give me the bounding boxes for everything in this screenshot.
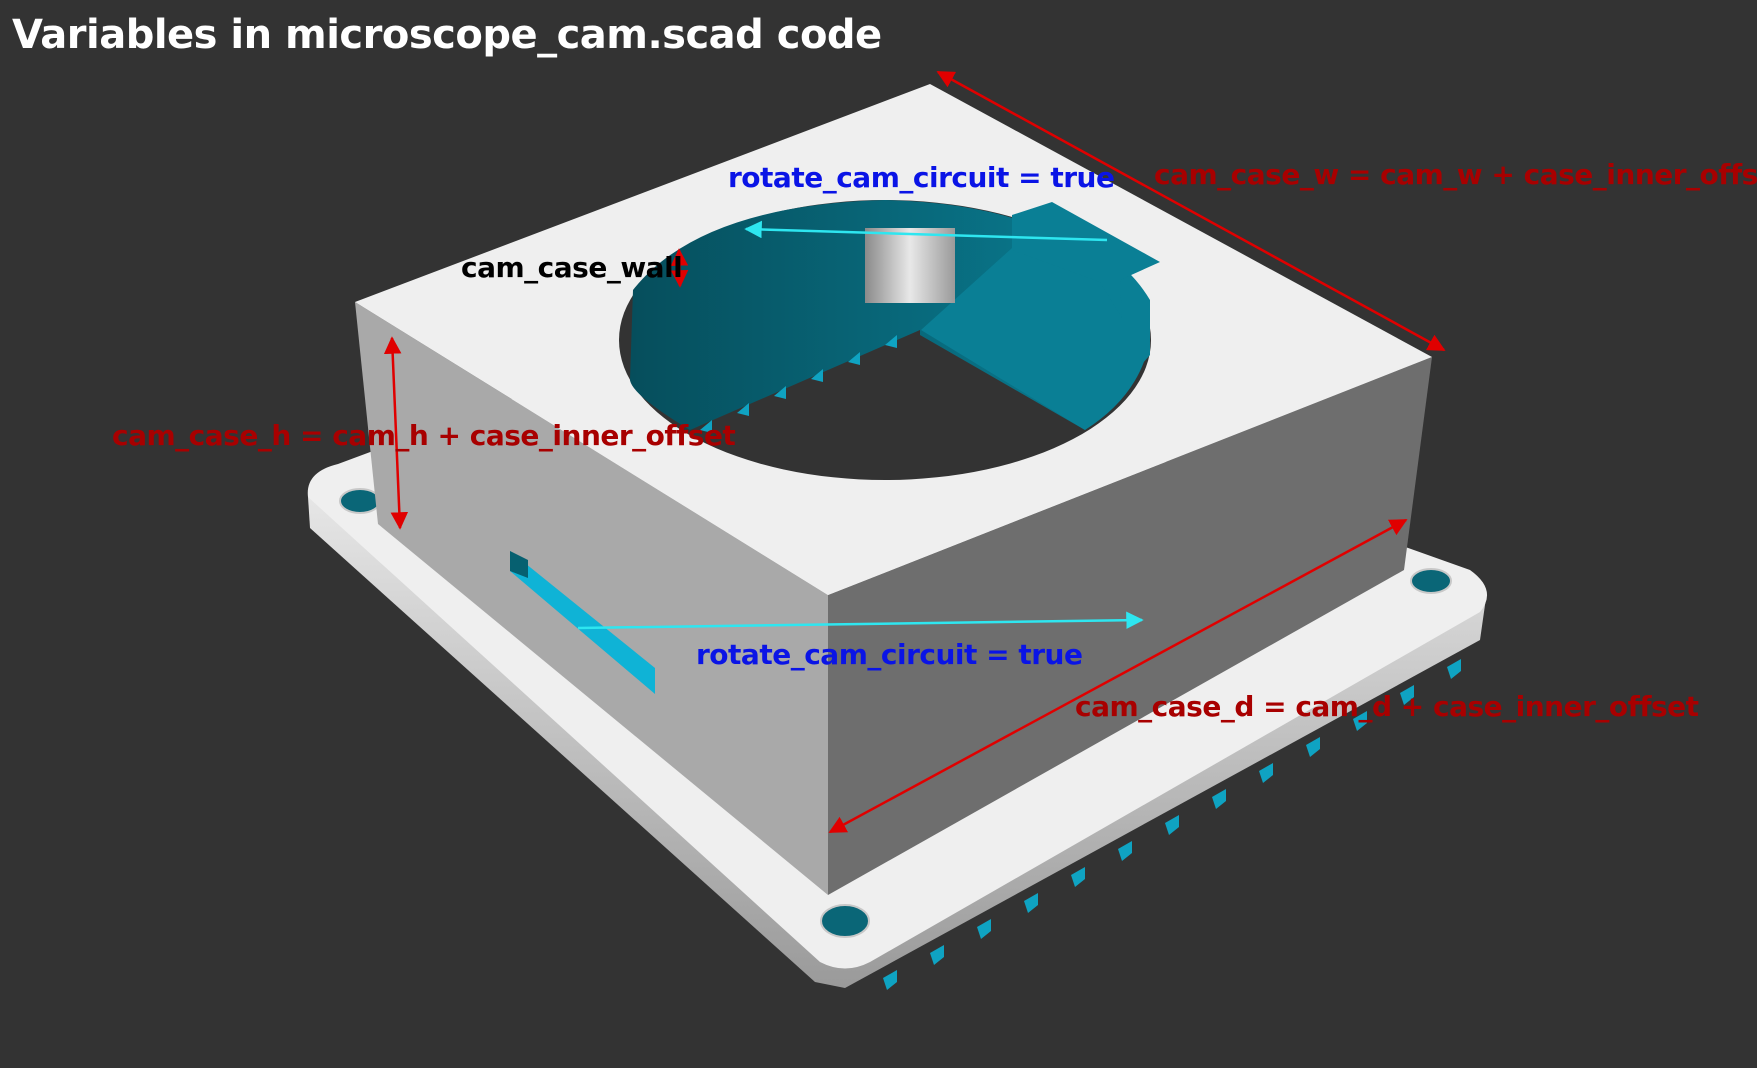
rotate-side-label: rotate_cam_circuit = true [696, 638, 1083, 671]
mount-hole-right [1410, 568, 1452, 594]
case-left-face [355, 302, 828, 895]
mount-hole-front [820, 904, 870, 938]
center-post [865, 228, 955, 303]
mount-hole-left [339, 488, 381, 514]
height-label: cam_case_h = cam_h + case_inner_offset [112, 419, 736, 452]
wall-label: cam_case_wall [461, 251, 683, 284]
rotate-top-arrow [744, 220, 1108, 242]
side-slot [510, 551, 655, 694]
depth-arrow [828, 518, 1408, 834]
annotations [383, 70, 1446, 834]
height-arrow [383, 336, 409, 530]
width-label: cam_case_w = cam_w + case_inner_offset [1154, 158, 1757, 191]
rotate-top-label: rotate_cam_circuit = true [728, 161, 1115, 194]
width-arrow [936, 70, 1446, 352]
rotate-side-arrow [577, 611, 1144, 630]
page-title: Variables in microscope_cam.scad code [12, 12, 882, 58]
wall-arrow [670, 248, 689, 288]
depth-label: cam_case_d = cam_d + case_inner_offset [1075, 690, 1699, 723]
